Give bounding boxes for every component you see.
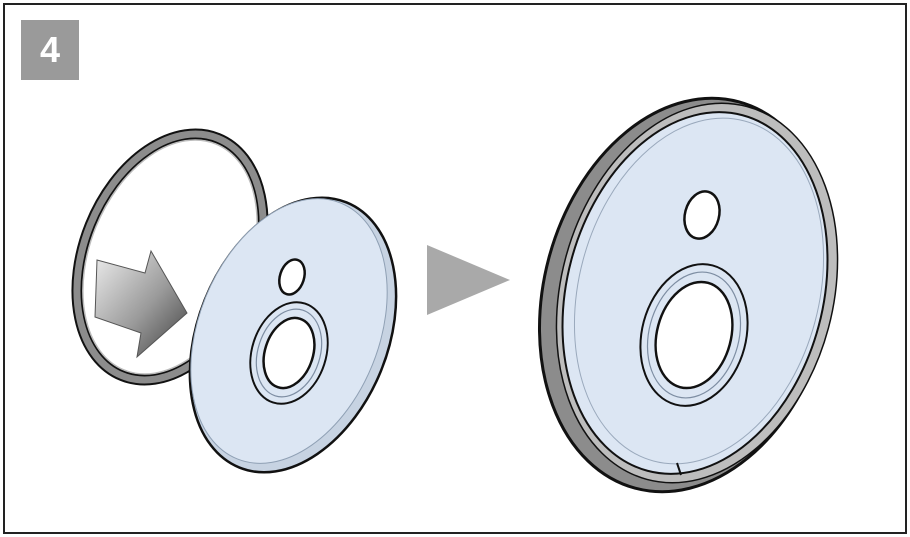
- assembled-disc: [537, 96, 839, 494]
- step-number: 4: [39, 29, 61, 70]
- large-hole: [262, 316, 316, 390]
- next-step-arrow-icon: [427, 245, 510, 315]
- step-number-badge: 4: [21, 20, 79, 80]
- assembly-illustration: [71, 96, 839, 494]
- assembled-large-hole: [654, 280, 734, 390]
- insert-arrow-icon: [94, 249, 188, 359]
- cover-disc: [188, 196, 398, 474]
- small-hole: [278, 258, 306, 296]
- assembled-small-hole: [683, 190, 721, 240]
- instruction-panel: 4: [3, 3, 907, 534]
